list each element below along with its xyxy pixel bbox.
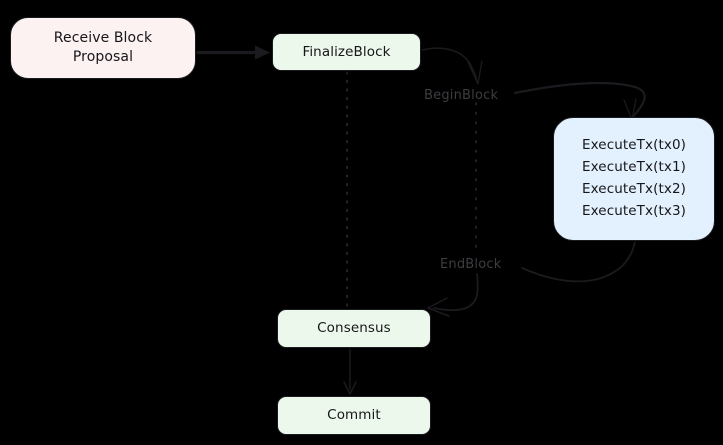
edge-consensus-to-commit <box>343 348 357 395</box>
edge-executetx-to-endblock <box>521 240 636 283</box>
edge-receive-to-finalize <box>195 45 270 60</box>
execute-tx-line-0: ExecuteTx(tx0) <box>581 137 687 154</box>
node-finalize-block[interactable]: FinalizeBlock <box>272 33 421 71</box>
edge-endblock-to-consensus <box>427 273 479 317</box>
execute-tx-line-1: ExecuteTx(tx1) <box>581 159 687 176</box>
edge-finalize-to-beginblock <box>421 47 483 85</box>
execute-tx-line-3: ExecuteTx(tx3) <box>581 202 687 219</box>
node-receive-block-proposal[interactable]: Receive Block Proposal <box>10 17 196 79</box>
edge-beginblock-to-executetx <box>513 81 646 121</box>
execute-tx-line-2: ExecuteTx(tx2) <box>581 181 687 197</box>
edge-label-end-block: EndBlock <box>440 257 502 272</box>
node-commit[interactable]: Commit <box>277 396 431 435</box>
edge-label-begin-block: BeginBlock <box>424 88 499 103</box>
node-consensus[interactable]: Consensus <box>277 309 431 348</box>
node-execute-tx[interactable]: ExecuteTx(tx0) ExecuteTx(tx1) ExecuteTx(… <box>553 117 715 241</box>
